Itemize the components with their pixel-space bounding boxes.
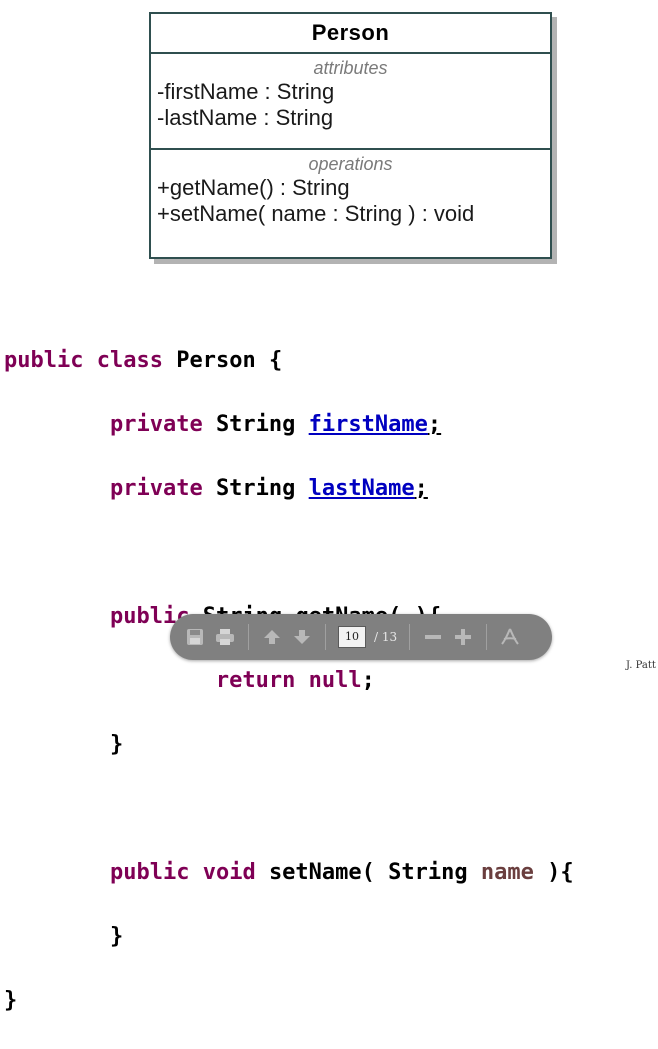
pdf-toolbar: 10 / 13	[170, 614, 552, 660]
code-field: firstName	[308, 412, 428, 437]
code-keyword: null	[308, 668, 362, 693]
code-class-name: Person	[176, 348, 256, 373]
footer-text: J. Patt	[626, 660, 656, 671]
code-keyword: public	[109, 860, 190, 885]
code-brace: }	[109, 732, 124, 757]
uml-class-box: Person attributes -firstName : String -l…	[149, 12, 552, 259]
code-keyword: class	[96, 348, 163, 373]
uml-class-name: Person	[151, 14, 550, 54]
uml-attribute: -firstName : String	[157, 79, 335, 104]
code-keyword: private	[109, 412, 203, 437]
code-line: private String lastName;	[4, 473, 574, 505]
page-total: / 13	[374, 630, 398, 644]
print-icon[interactable]	[214, 626, 236, 648]
toolbar-divider	[409, 624, 411, 650]
code-line: }	[4, 985, 574, 1017]
code-brace: }	[109, 924, 124, 949]
page-number-input[interactable]: 10	[338, 626, 366, 648]
code-line: public void setName( String name ){	[4, 857, 574, 889]
uml-attributes-section: attributes -firstName : String -lastName…	[151, 54, 550, 150]
code-line: private String firstName;	[4, 409, 574, 441]
uml-operations-section: operations +getName() : String +setName(…	[151, 150, 550, 227]
page-up-icon[interactable]	[261, 626, 283, 648]
code-field: lastName	[308, 476, 415, 501]
uml-attributes-label: attributes	[313, 58, 388, 78]
code-line: }	[4, 729, 574, 761]
code-line: }	[4, 921, 574, 953]
code-method: setName(	[268, 860, 375, 885]
code-semicolon: ;	[427, 412, 442, 437]
code-brace: {	[255, 348, 283, 373]
code-block: public class Person { private String fir…	[4, 313, 574, 1049]
code-keyword: public	[4, 348, 84, 373]
code-param: name	[480, 860, 534, 885]
toolbar-divider	[486, 624, 488, 650]
zoom-in-icon[interactable]	[452, 626, 474, 648]
uml-operations-label: operations	[308, 154, 393, 174]
toolbar-divider	[325, 624, 326, 650]
code-keyword: return	[215, 668, 296, 693]
code-semicolon: ;	[414, 476, 428, 501]
code-type: String	[215, 476, 296, 501]
page-down-icon[interactable]	[291, 626, 313, 648]
code-type: String	[215, 412, 296, 437]
code-brace: }	[4, 988, 18, 1013]
uml-operation: +setName( name : String ) : void	[157, 201, 475, 226]
code-line-blank	[4, 537, 574, 569]
acrobat-icon[interactable]	[499, 626, 521, 648]
toolbar-divider	[248, 624, 249, 650]
zoom-out-icon[interactable]	[422, 626, 444, 648]
code-keyword: private	[109, 476, 203, 501]
code-line-blank	[4, 793, 574, 825]
code-line: public class Person {	[4, 345, 574, 377]
uml-operation: +getName() : String	[157, 175, 350, 200]
code-type: String	[388, 860, 468, 885]
save-icon[interactable]	[184, 626, 206, 648]
code-paren: ){	[533, 860, 574, 885]
uml-attribute: -lastName : String	[157, 105, 334, 130]
code-keyword: void	[202, 860, 256, 885]
code-semicolon: ;	[361, 668, 375, 693]
